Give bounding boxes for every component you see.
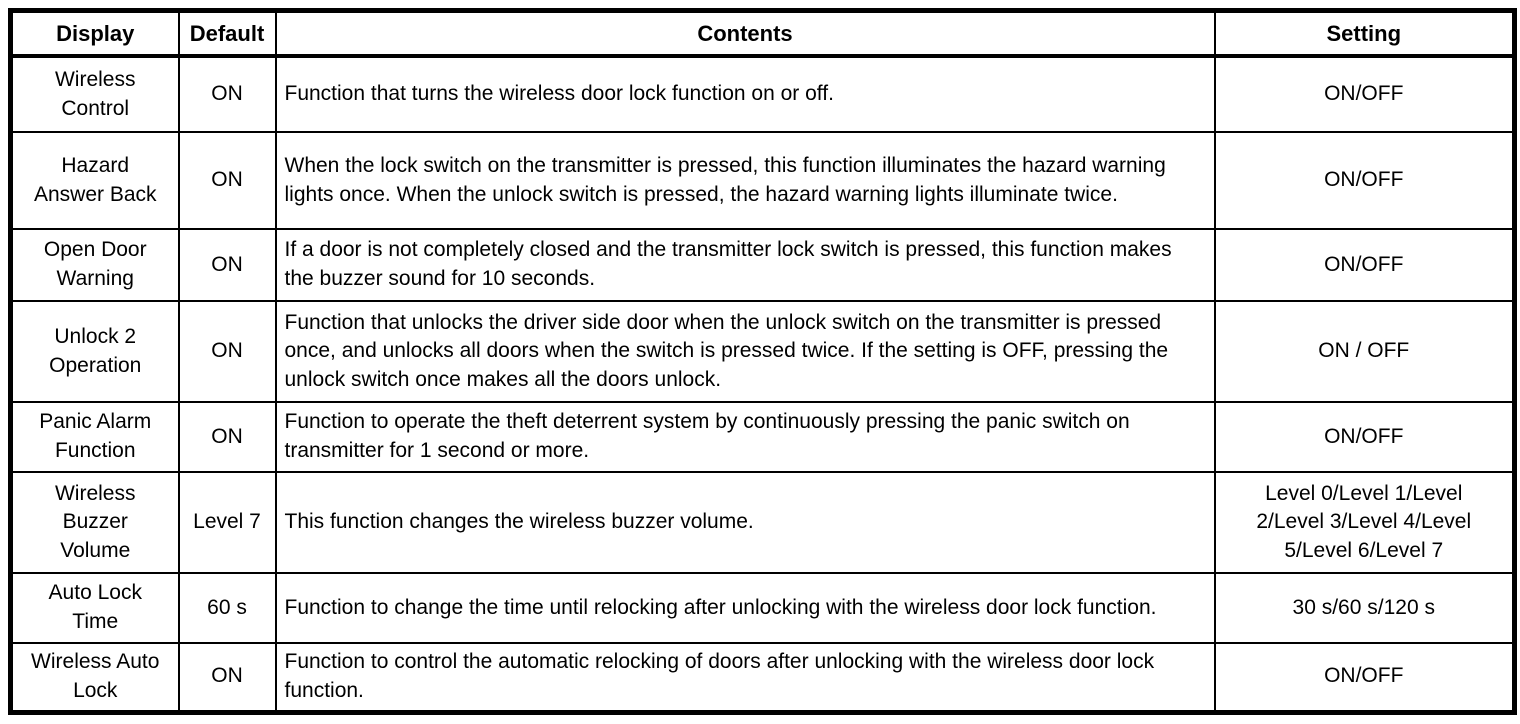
cell-setting: ON/OFF (1213, 131, 1516, 230)
table-row: Wireless Auto Lock ON Function to contro… (9, 642, 1516, 713)
col-header-default: Default (177, 9, 277, 58)
cell-setting: ON/OFF (1213, 228, 1516, 302)
cell-default: 60 s (177, 572, 277, 644)
table-row: Open Door Warning ON If a door is not co… (9, 228, 1516, 302)
header-row: Display Default Contents Setting (9, 9, 1516, 58)
cell-display: Unlock 2 Operation (9, 300, 180, 403)
cell-default: ON (177, 131, 277, 230)
cell-default: ON (177, 300, 277, 403)
wireless-door-lock-settings-table: Display Default Contents Setting Wireles… (8, 8, 1517, 715)
cell-default: ON (177, 55, 277, 133)
cell-contents: If a door is not completely closed and t… (274, 228, 1216, 302)
cell-default: ON (177, 642, 277, 713)
table-row: Hazard Answer Back ON When the lock swit… (9, 131, 1516, 230)
table-row: Auto Lock Time 60 s Function to change t… (9, 572, 1516, 644)
cell-display: Hazard Answer Back (9, 131, 180, 230)
cell-display: Wireless Buzzer Volume (9, 471, 180, 574)
col-header-setting: Setting (1213, 9, 1516, 58)
cell-contents: When the lock switch on the transmitter … (274, 131, 1216, 230)
cell-display: Open Door Warning (9, 228, 180, 302)
cell-display: Panic Alarm Function (9, 401, 180, 473)
table-row: Wireless Buzzer Volume Level 7 This func… (9, 471, 1516, 574)
cell-default: ON (177, 228, 277, 302)
cell-setting: ON/OFF (1213, 401, 1516, 473)
cell-setting: ON/OFF (1213, 55, 1516, 133)
cell-default: Level 7 (177, 471, 277, 574)
cell-contents: Function to control the automatic relock… (274, 642, 1216, 713)
cell-default: ON (177, 401, 277, 473)
cell-contents: Function that turns the wireless door lo… (274, 55, 1216, 133)
col-header-display: Display (9, 9, 180, 58)
cell-setting: ON / OFF (1213, 300, 1516, 403)
cell-display: Wireless Auto Lock (9, 642, 180, 713)
cell-setting: Level 0/Level 1/Level 2/Level 3/Level 4/… (1213, 471, 1516, 574)
cell-setting: 30 s/60 s/120 s (1213, 572, 1516, 644)
col-header-contents: Contents (274, 9, 1216, 58)
cell-contents: Function to operate the theft deterrent … (274, 401, 1216, 473)
table-row: Wireless Control ON Function that turns … (9, 55, 1516, 133)
table-row: Unlock 2 Operation ON Function that unlo… (9, 300, 1516, 403)
cell-contents: This function changes the wireless buzze… (274, 471, 1216, 574)
cell-display: Wireless Control (9, 55, 180, 133)
table-row: Panic Alarm Function ON Function to oper… (9, 401, 1516, 473)
cell-contents: Function to change the time until relock… (274, 572, 1216, 644)
cell-display: Auto Lock Time (9, 572, 180, 644)
cell-contents: Function that unlocks the driver side do… (274, 300, 1216, 403)
cell-setting: ON/OFF (1213, 642, 1516, 713)
